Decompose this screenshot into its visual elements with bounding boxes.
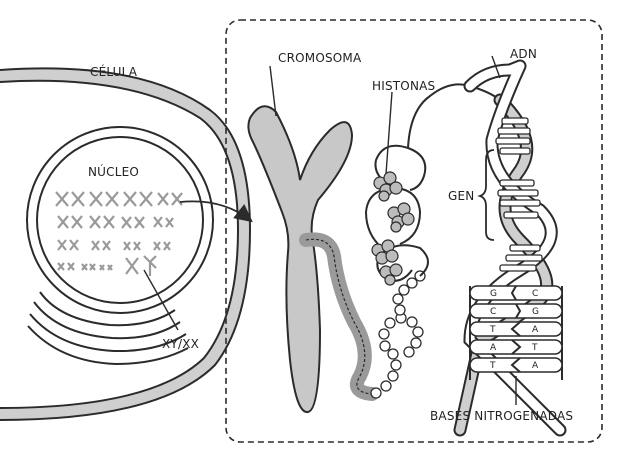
chromosome — [247, 105, 354, 413]
base-left: A — [490, 343, 497, 353]
zoom-frame — [225, 19, 603, 443]
base-pair-row: T A — [469, 357, 563, 373]
base-left: T — [489, 361, 496, 371]
zoom-arrow — [179, 200, 253, 223]
nucleosome-beads — [370, 270, 426, 399]
karyotype-chromosomes — [55, 191, 183, 276]
helix-rungs — [495, 117, 543, 272]
base-left: T — [489, 325, 496, 335]
base-right: A — [532, 325, 539, 335]
bases-label: BASES NITROGENADAS — [430, 409, 573, 423]
base-pair-ladder: G C C G T A A T T A — [469, 285, 563, 380]
gene-label: GEN — [448, 189, 474, 203]
base-pair-row: A T — [469, 339, 563, 355]
nucleus — [26, 126, 214, 314]
base-right: G — [532, 307, 539, 317]
sex-chromosomes-label: XY/XX — [162, 337, 199, 351]
base-pair-row: T A — [469, 321, 563, 337]
base-pair-row: C G — [469, 303, 563, 319]
base-right: A — [532, 361, 539, 371]
chromatin-fiber — [299, 232, 379, 401]
cell-label: CÉLULA — [90, 64, 138, 79]
histones-label: HISTONAS — [372, 79, 435, 93]
base-left: G — [490, 289, 497, 299]
gene-brace — [477, 149, 495, 241]
histone-clusters — [371, 171, 415, 286]
base-pair-row: G C — [469, 285, 563, 301]
base-right: T — [531, 343, 538, 353]
dna-helix — [453, 59, 567, 437]
leader-lines — [143, 55, 517, 405]
base-right: C — [532, 289, 538, 299]
dna-label: ADN — [510, 47, 537, 61]
histone-loops — [364, 83, 501, 282]
base-left: C — [490, 307, 496, 317]
chromosome-label: CROMOSOMA — [278, 51, 362, 65]
nucleus-label: NÚCLEO — [88, 164, 139, 179]
endoplasmic-reticulum — [27, 291, 189, 366]
